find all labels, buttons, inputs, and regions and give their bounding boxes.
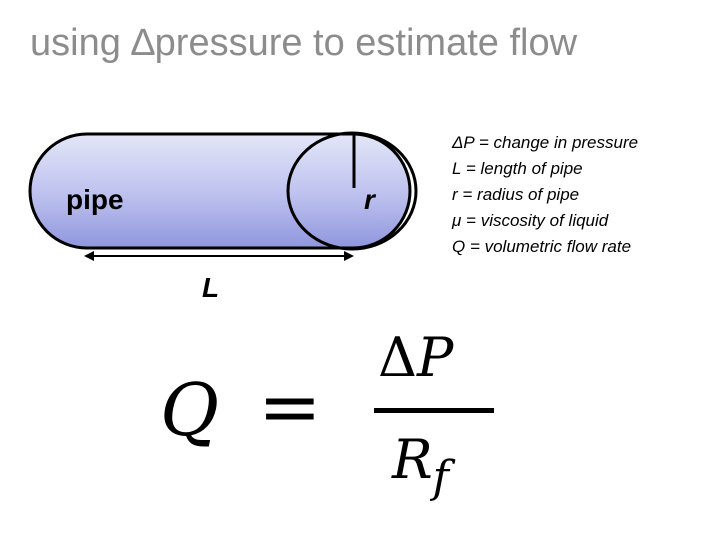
pipe-body [28,132,412,250]
length-label: L [202,272,220,303]
fraction-denominator: Rf [392,428,449,503]
pipe-end-circle [286,131,418,251]
denominator-var: R [392,428,433,491]
fraction-bar [374,408,494,413]
length-arrow-right-head [344,251,354,261]
numerator-delta: Δ [378,326,417,389]
fraction-numerator: ΔP [378,326,453,389]
equation-lhs: Q [160,368,220,452]
slide-title: using ∆pressure to estimate flow [30,22,578,64]
pipe-label: pipe [66,184,124,215]
legend-item: ΔP = change in pressure [452,133,639,152]
legend-item: r = radius of pipe [452,185,580,204]
denominator-subscript: f [432,452,449,503]
legend-item: Q = volumetric flow rate [452,237,632,256]
legend-item: μ = viscosity of liquid [452,211,609,230]
legend-item: L = length of pipe [452,159,583,178]
variable-legend: ΔP = change in pressure L = length of pi… [452,130,638,260]
radius-label: r [364,184,375,215]
length-arrow-left-head [84,251,94,261]
equation-equals: = [258,362,322,451]
numerator-var: P [417,326,454,389]
